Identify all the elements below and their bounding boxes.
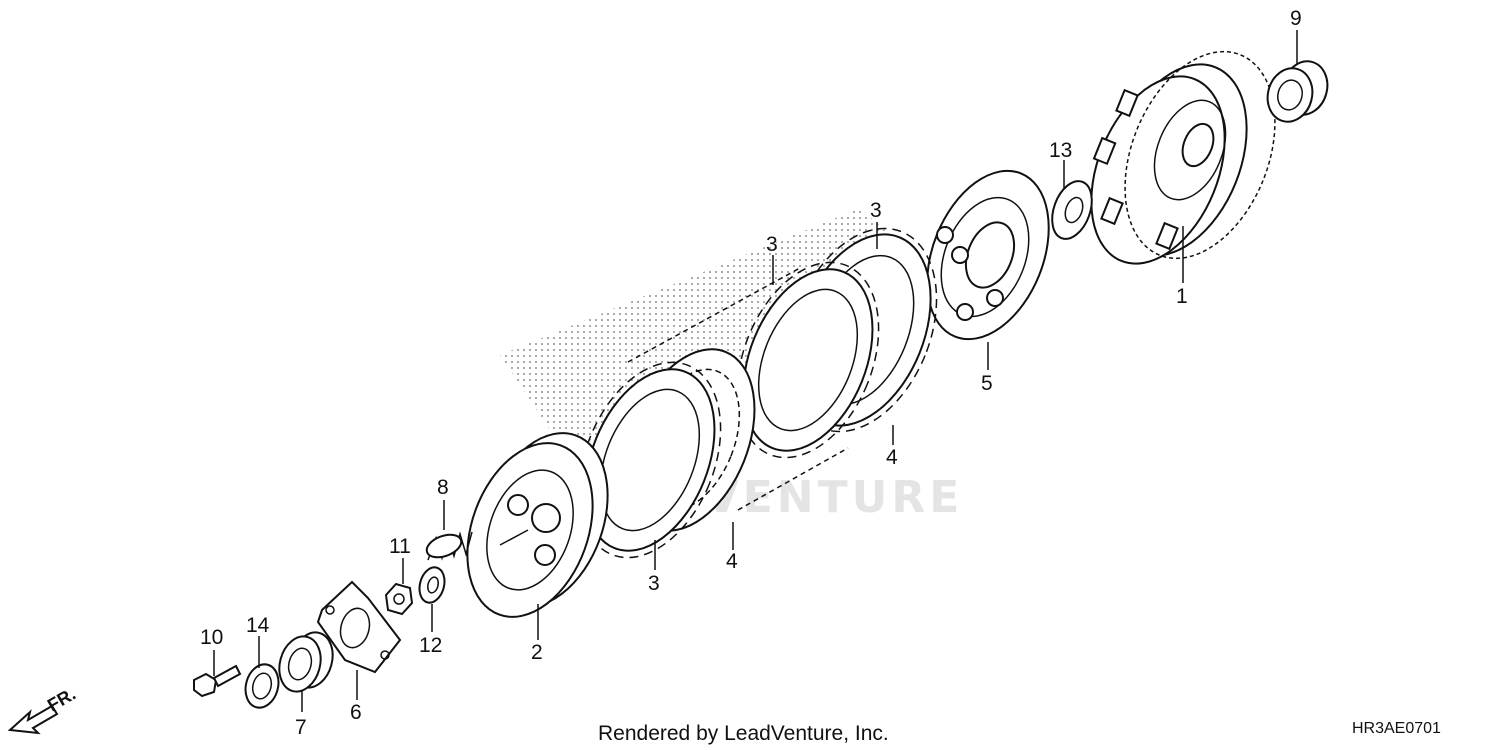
callout-6: 6 (350, 701, 362, 724)
front-arrow-icon: FR. (7, 684, 79, 735)
lifter-washer (418, 566, 446, 604)
friction-disk-upper-mid (736, 261, 880, 459)
callout-1: 1 (1176, 285, 1188, 308)
credit-text: Rendered by LeadVenture, Inc. (598, 722, 889, 745)
callout-9: 9 (1290, 7, 1302, 30)
callout-3-top-right: 3 (870, 199, 882, 222)
pressure-plate (926, 169, 1050, 341)
callout-14: 14 (246, 614, 270, 637)
callout-3-bottom: 3 (648, 572, 660, 595)
hex-bolt (193, 664, 242, 698)
clutch-center (466, 432, 609, 618)
callout-4-right: 4 (886, 446, 898, 469)
lifter-spring (425, 531, 473, 561)
callout-3-top-mid: 3 (766, 233, 778, 256)
callout-8: 8 (437, 476, 449, 499)
leader-lines (213, 30, 1298, 712)
lifter-plate (316, 580, 402, 674)
ball-bearing (244, 663, 280, 709)
callout-13: 13 (1049, 139, 1072, 162)
callout-10: 10 (200, 626, 223, 649)
collar (1266, 60, 1329, 123)
callout-4-left: 4 (726, 550, 738, 573)
callout-7: 7 (295, 716, 307, 739)
callout-2: 2 (531, 641, 543, 664)
callout-5: 5 (981, 372, 993, 395)
bearing-cup (278, 631, 334, 693)
friction-disk-lower (578, 361, 722, 559)
clutch-outer (1090, 50, 1276, 265)
callout-11: 11 (389, 535, 411, 558)
thrust-washer (1051, 180, 1093, 240)
callout-12: 12 (419, 634, 442, 657)
hex-nut (384, 582, 414, 616)
diagram-code: HR3AE0701 (1352, 720, 1441, 737)
